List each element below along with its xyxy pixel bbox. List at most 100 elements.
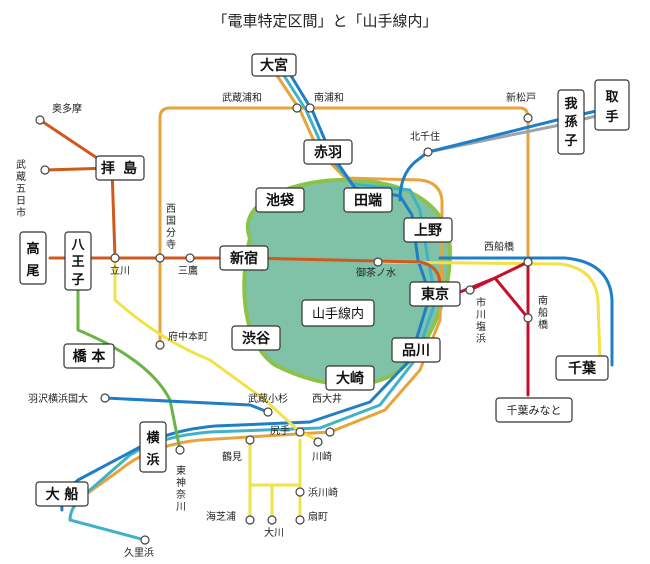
yokohama-line: [76, 283, 182, 452]
label-hazawa: 羽沢横浜国大: [28, 392, 88, 405]
label-hachioji-2: 王: [71, 255, 84, 270]
label-chiba-minato: 千葉みなと: [507, 403, 562, 417]
label-ochanomizu: 御茶ノ水: [356, 266, 396, 279]
label-minami-funabashi-1: 南: [538, 294, 548, 307]
label-mitaka: 三鷹: [178, 264, 198, 277]
label-okawa: 大川: [264, 526, 284, 539]
station-dot-tachikawa: [110, 253, 120, 263]
label-yokohama-1: 横: [146, 430, 160, 446]
label-ueno: 上野: [414, 223, 442, 239]
station-dot-umi-shibaura: [245, 515, 255, 525]
box-akabane: [303, 139, 353, 165]
station-dot-itsukaichi: [40, 165, 50, 175]
label-ichikawa-shiohama-4: 浜: [476, 333, 486, 345]
box-chiba: [555, 355, 609, 381]
label-toride-2: 手: [605, 109, 618, 125]
label-nishi-kokubunji-1: 西: [166, 204, 176, 215]
box-ofuna: [35, 481, 89, 507]
station-dot-musashi-kosugi: [263, 407, 273, 417]
box-tokyo: [409, 281, 461, 307]
box-haijima: [95, 155, 145, 181]
yamanote-label: 山手線内: [312, 306, 364, 322]
label-shinjuku: 新宿: [230, 250, 258, 267]
box-tabata: [343, 187, 393, 213]
station-dot-minami-funabashi: [523, 313, 533, 323]
label-toride-1: 取: [605, 90, 619, 105]
label-musashi-itsukaichi-5: 市: [16, 206, 26, 219]
label-hachioji-3: 子: [71, 273, 84, 288]
label-musashi-itsukaichi-4: 日: [16, 196, 26, 207]
sobu-rapid-line: [438, 256, 614, 367]
label-musashi-kosugi: 武蔵小杉: [248, 392, 288, 405]
box-shinagawa: [391, 337, 441, 363]
label-abiko-2: 孫: [564, 114, 577, 130]
label-okutama: 奥多摩: [52, 102, 82, 115]
box-omiya: [251, 53, 297, 77]
label-shibuya: 渋谷: [242, 330, 271, 347]
station-dot-nishi-oi: [325, 427, 335, 437]
label-tsurumi: 鶴見: [222, 450, 242, 463]
label-musashi-itsukaichi-2: 蔵: [16, 170, 26, 183]
box-takao: [19, 231, 47, 285]
label-umi-shibaura: 海芝浦: [206, 510, 236, 523]
label-takao-1: 高: [26, 241, 39, 257]
label-higashi-kanagawa-2: 神: [176, 476, 186, 489]
label-shirite: 尻手: [270, 424, 290, 437]
station-dot-nishi-kokubunji: [155, 253, 165, 263]
label-ogimachi: 扇町: [308, 510, 328, 523]
station-dot-minami-urawa: [305, 103, 315, 113]
label-omiya: 大宮: [260, 57, 288, 74]
station-dot-kita-senju: [423, 147, 433, 157]
box-hashimoto: [63, 343, 115, 369]
label-akabane: 赤羽: [314, 145, 342, 161]
box-abiko: [557, 89, 585, 155]
nambu-line: [113, 256, 320, 442]
station-dot-okutama: [35, 115, 45, 125]
station-dot-tsurumi: [245, 435, 255, 445]
label-ofuna: 大 船: [46, 486, 79, 503]
label-musashi-itsukaichi-1: 武: [16, 158, 26, 171]
label-nishi-funabashi: 西船橋: [484, 240, 514, 253]
label-ichikawa-shiohama-2: 川: [476, 310, 486, 321]
label-hama-kawasaki: 浜川崎: [308, 486, 338, 499]
label-fuchu-hommachi: 府中本町: [168, 330, 208, 343]
label-nishi-kokubunji-2: 国: [166, 215, 176, 227]
label-ikebukuro: 池袋: [266, 192, 295, 209]
yamanote-label-box: [301, 299, 375, 327]
label-hachioji-1: 八: [70, 238, 85, 253]
label-ichikawa-shiohama-3: 塩: [476, 320, 486, 333]
station-dot-okawa: [267, 515, 277, 525]
chuo-sobu-local-line: [376, 260, 602, 362]
label-shinagawa: 品川: [402, 343, 430, 359]
box-hachioji: [64, 231, 92, 291]
station-dot-shirite: [295, 427, 305, 437]
yamanote-circle: [242, 177, 453, 387]
map-title: 「電車特定区間」と「山手線内」: [212, 12, 437, 30]
label-abiko-3: 子: [564, 134, 577, 149]
station-dot-hazawa: [100, 393, 110, 403]
label-kita-senju: 北千住: [410, 130, 440, 143]
label-tachikawa: 立川: [110, 264, 130, 277]
boxed-stations: [19, 53, 630, 507]
sotetsu-through-line: [103, 396, 270, 414]
label-shin-matsudo: 新松戸: [506, 91, 536, 104]
label-takao-2: 尾: [26, 264, 39, 279]
box-chiba-minato: [495, 397, 573, 423]
label-minami-funabashi-2: 船: [538, 306, 548, 319]
label-hashimoto: 橋 本: [73, 348, 107, 365]
label-higashi-kanagawa-1: 東: [176, 464, 186, 477]
label-nishi-oi: 西大井: [312, 392, 342, 405]
station-dot-ichikawa-shiohama: [465, 285, 475, 295]
box-shibuya: [231, 325, 281, 351]
station-dot-mitaka: [185, 253, 195, 263]
label-nishi-kokubunji-4: 寺: [166, 239, 176, 251]
station-dot-kurihama: [140, 535, 150, 545]
label-kawasaki: 川崎: [312, 450, 332, 463]
label-yokohama-2: 浜: [146, 452, 159, 468]
box-osaki: [325, 365, 375, 391]
box-ikebukuro: [255, 187, 305, 213]
station-dots: [35, 103, 533, 545]
station-dot-nishi-funabashi: [523, 257, 533, 267]
label-higashi-kanagawa-4: 川: [176, 502, 186, 513]
